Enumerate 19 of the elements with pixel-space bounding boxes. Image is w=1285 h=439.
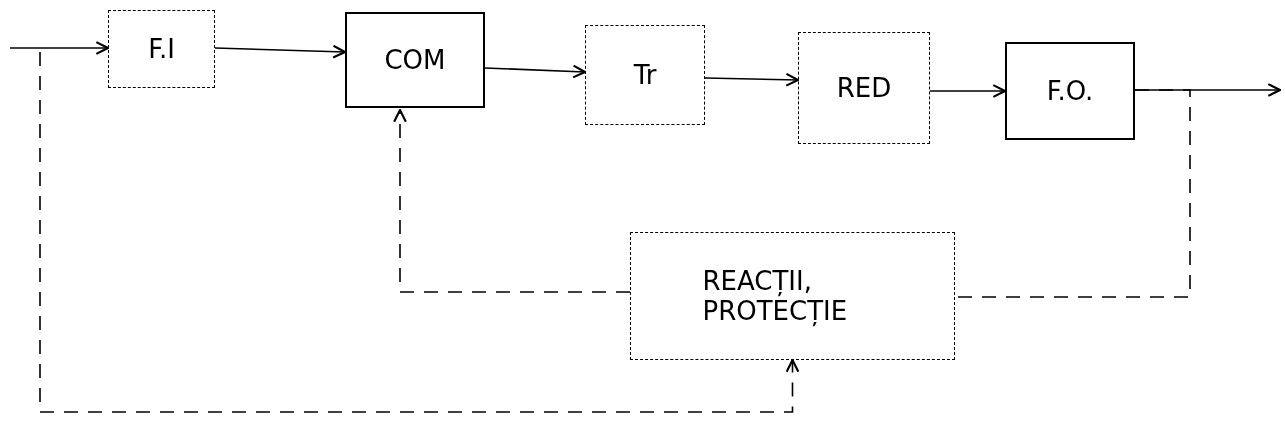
box-label: REACȚII, PROTECȚIE: [702, 266, 849, 326]
box-label: F.O.: [1046, 76, 1094, 106]
process-box: [345, 12, 485, 108]
box-label: RED: [836, 73, 892, 103]
box-label: Tr: [633, 60, 657, 90]
arrow: [214, 44, 347, 59]
arrow: [9, 41, 110, 55]
box-label: F.I: [148, 34, 175, 64]
arrow: [484, 64, 587, 79]
arrow: [393, 108, 631, 293]
dashed-box: [798, 32, 930, 144]
arrow: [39, 51, 800, 413]
dashed-box: [630, 232, 955, 360]
dashed-box: [585, 25, 705, 125]
box-label: COM: [384, 45, 446, 75]
process-box: [1005, 42, 1135, 140]
arrow: [704, 72, 800, 87]
arrow: [929, 84, 1007, 98]
dashed-box: [108, 10, 215, 88]
